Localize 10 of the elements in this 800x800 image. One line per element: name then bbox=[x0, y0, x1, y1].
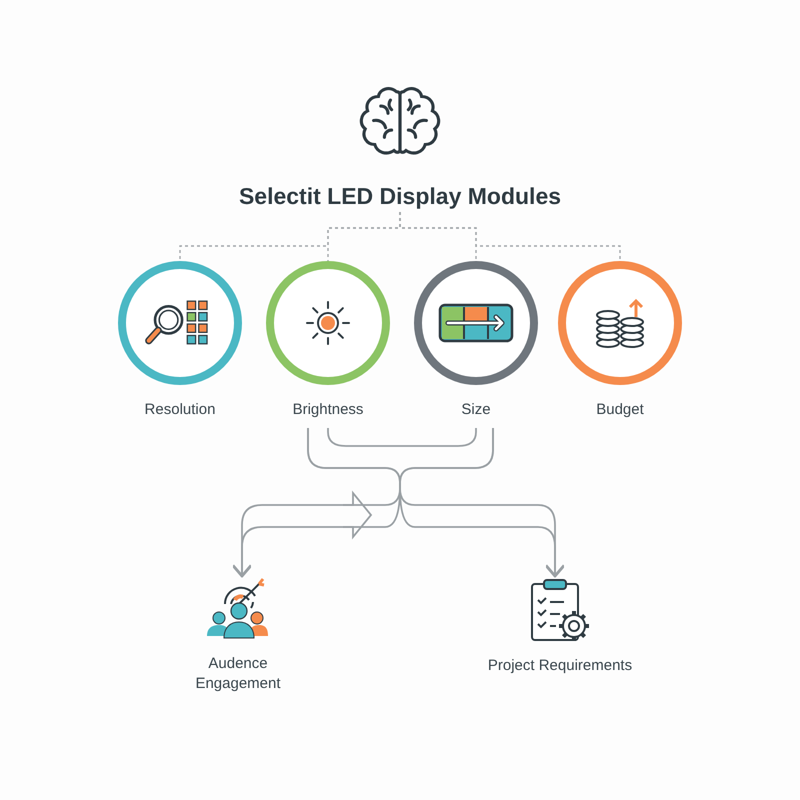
outcome-label: Audence Engagement bbox=[194, 654, 282, 694]
category-label: Resolution bbox=[144, 401, 216, 418]
category-label: Budget bbox=[596, 401, 644, 418]
category-label: Size bbox=[461, 401, 491, 418]
category-label: Brightness bbox=[292, 401, 364, 418]
heading-text: Selectit LED Display Modules bbox=[238, 183, 562, 210]
dotted-connector bbox=[399, 212, 621, 261]
connector-line bbox=[399, 428, 566, 578]
outcome-label: Project Requirements bbox=[488, 656, 632, 676]
connector-line bbox=[327, 428, 477, 447]
